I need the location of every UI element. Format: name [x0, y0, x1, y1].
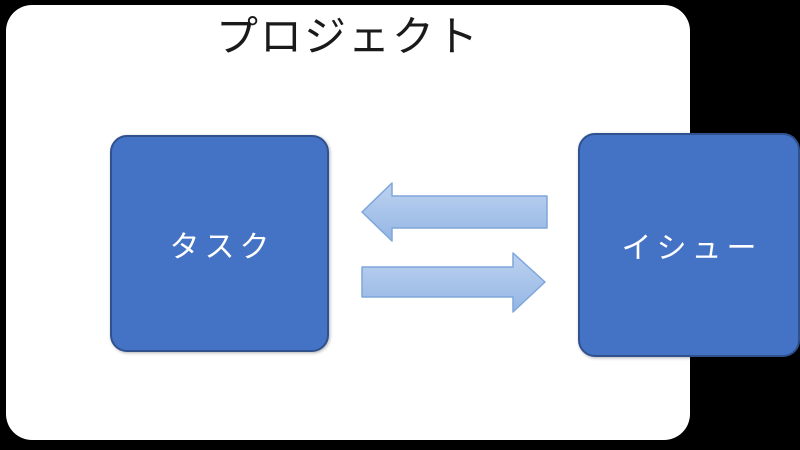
- node-task: タスク: [110, 135, 329, 352]
- node-issue: イシュー: [578, 133, 800, 357]
- node-issue-label: イシュー: [621, 232, 762, 265]
- node-task-label: タスク: [169, 230, 275, 264]
- diagram-title: プロジェクト: [215, 13, 480, 60]
